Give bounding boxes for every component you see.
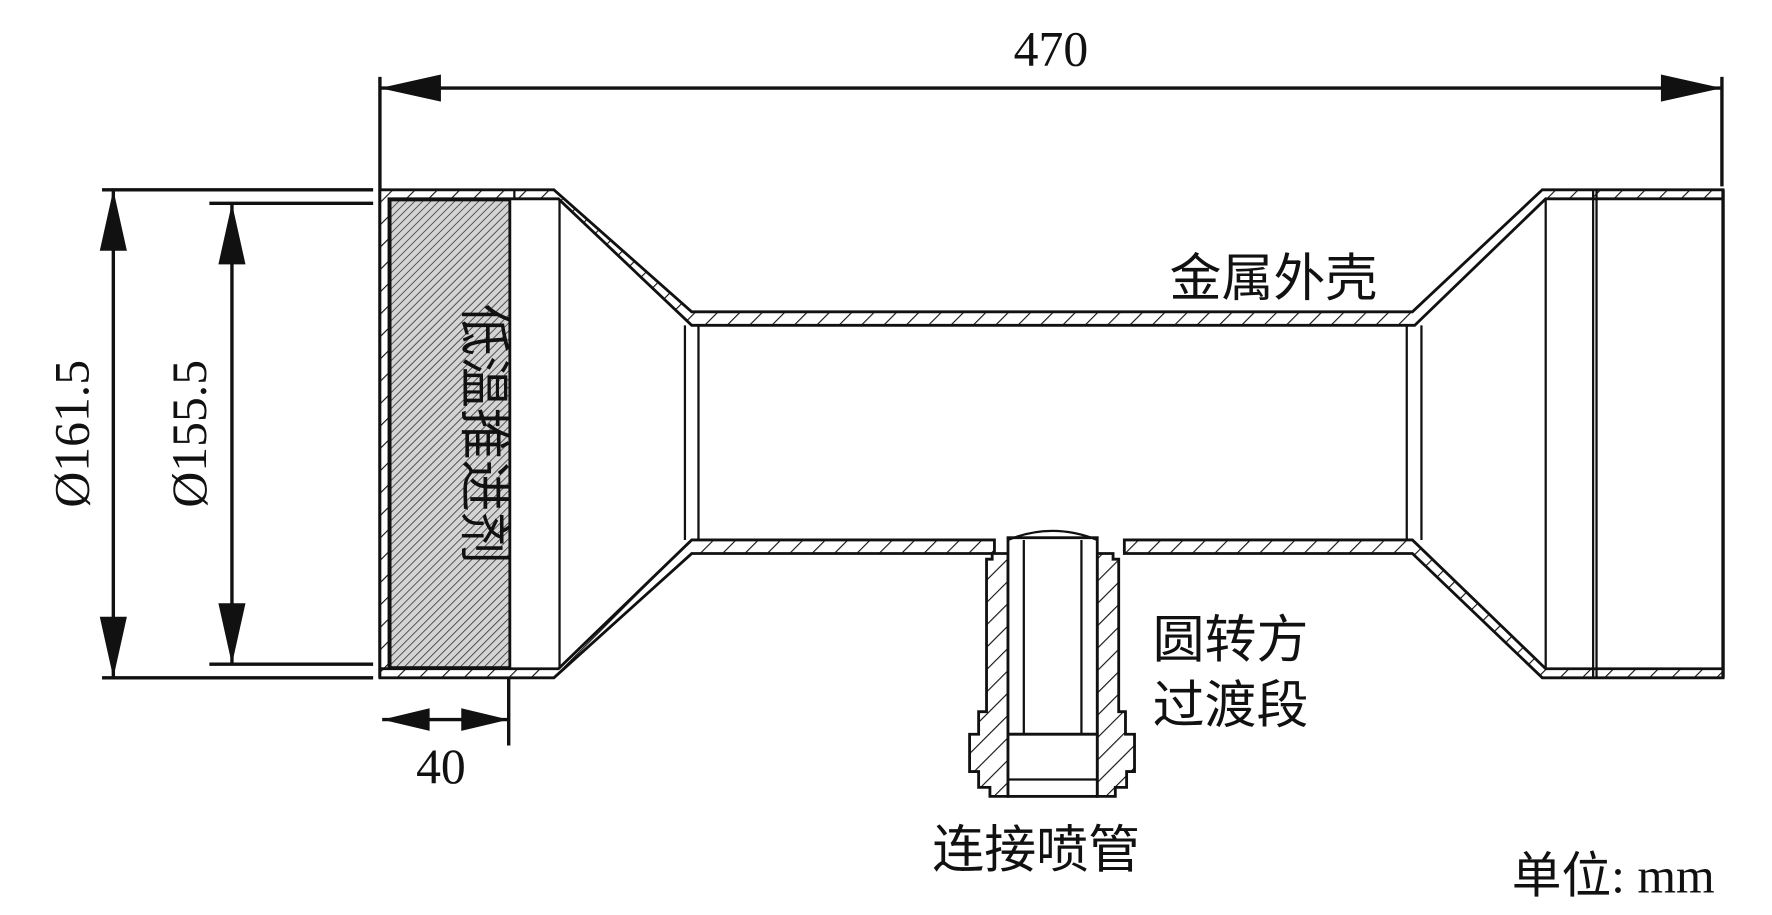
propellant-length-dimension: 40 <box>382 677 511 794</box>
metal-shell-label: 金属外壳 <box>1170 251 1378 308</box>
propellant-label: 低温推进剂 <box>454 304 511 564</box>
outer-diameter-dimension: Ø161.5 <box>44 188 374 680</box>
transition-section-label-line1: 圆转方 <box>1153 612 1309 669</box>
nozzle-connection-label: 连接喷管 <box>932 823 1140 880</box>
inner-diameter-label: Ø155.5 <box>162 360 217 508</box>
inner-diameter-dimension: Ø155.5 <box>162 201 374 666</box>
overall-length-label: 470 <box>1014 22 1089 77</box>
transition-section-label-line2: 过渡段 <box>1153 678 1309 735</box>
propellant-block: 低温推进剂 <box>388 198 512 670</box>
unit-label: 单位: mm <box>1512 848 1715 903</box>
outer-diameter-label: Ø161.5 <box>44 360 99 508</box>
propellant-length-label: 40 <box>416 739 466 794</box>
nozzle-connector <box>968 529 1136 798</box>
